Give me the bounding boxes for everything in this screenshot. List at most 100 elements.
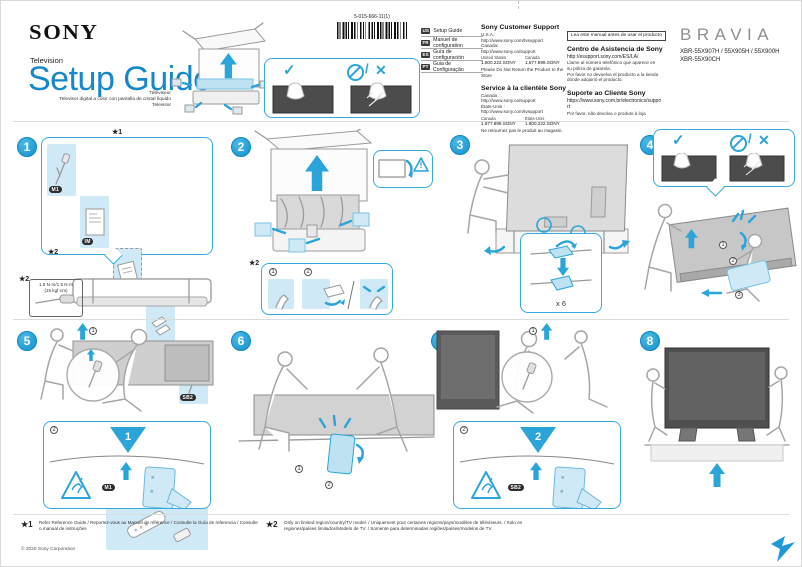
step-7: 7 1 2 2 SB2 [429, 323, 631, 513]
stand-part-panel: 2 2 SB2 [453, 421, 621, 509]
barcode [337, 22, 407, 39]
copyright: © 2020 Sony Corporation [21, 547, 76, 552]
support-en-note: Please Do Not Return the Product to the … [481, 67, 564, 78]
tip-over-illustration: ! [378, 157, 429, 178]
divider [13, 514, 789, 515]
lang-label-pt: Guia de Configuração [432, 60, 464, 73]
read-manual-notice: Lea este manual antes de usar el product… [567, 30, 666, 41]
tip-over-warning-callout: ! [373, 150, 433, 188]
phone-number: 1.800.222.SONY [525, 120, 560, 126]
part-badge: M1 [49, 186, 62, 193]
prohibit-icon [347, 64, 364, 81]
phone-number: 1.877.899.SONY [525, 60, 560, 66]
substep-2: 2 [50, 426, 58, 434]
screw-tool-icon [54, 153, 70, 185]
support-en-region1: U.S.A.: [481, 32, 496, 37]
model-numbers: XBR-55X907H / 55X905H / 55X900H XBR-55X9… [680, 49, 779, 64]
torque-star2: ★2 [19, 276, 30, 283]
support-fr-region1: Canada : [481, 92, 500, 98]
repeat-count: x 6 [555, 299, 566, 308]
model-line: XBR-55X907H / 55X905H / 55X900H [680, 49, 780, 55]
cross-icon: ✕ [758, 132, 770, 148]
step-8-number: 8 [640, 331, 660, 351]
lift-dos-donts-callout: ✓ / ✕ [653, 129, 795, 187]
tv-bottom-illustration [72, 278, 212, 307]
clip-removal [288, 237, 321, 253]
support-fr-url1: http://www.sony.ca/support [481, 98, 536, 104]
check-icon: ✓ [672, 132, 685, 149]
divider [13, 319, 789, 320]
lang-label-es: Guía de configuración [433, 48, 464, 61]
part-badge: SB2 [180, 394, 196, 401]
check-icon: ✓ [283, 62, 296, 79]
slash-icon: / [748, 131, 752, 146]
substep-2: 2 [729, 257, 737, 265]
parts-panel: ★1 M1 IM V5 CL SB2 [41, 129, 213, 550]
warning-mark: ! [420, 160, 423, 170]
support-es-title: Centro de Asistencia de Sony [567, 46, 663, 53]
phone-number: 1.800.222.SONY [481, 60, 516, 66]
tv-upright-illustration [644, 347, 790, 487]
stand-screw-illustration [238, 347, 435, 475]
prohibit-icon [730, 135, 747, 152]
remote-batteries-icon [127, 510, 191, 543]
stand-attach-illustration [40, 323, 214, 412]
packing-clip-icon [184, 101, 203, 113]
support-fr-url2: http://www.sony.com/tvsupport [481, 109, 543, 115]
support-column-es-pt: Lea este manual antes de usar el product… [567, 23, 677, 116]
support-column-en-fr: Sony Customer Support U.S.A.: http://www… [481, 23, 567, 134]
footnote-star1-text: Refer Reference Guide / Reportez-vous au… [39, 520, 258, 531]
title-es: Televisor digital a color con pantalla d… [59, 97, 171, 102]
support-pt-url: https://www.sony.com.br/electronics/supp… [567, 97, 662, 111]
model-line: XBR-55X90CH [680, 56, 721, 63]
second-stand-illustration [436, 323, 608, 414]
support-pt-title: Suporte ao Cliente Sony [567, 89, 646, 97]
lang-badge-es: ES [421, 51, 431, 58]
step-8: 8 [637, 323, 797, 513]
substep-2: 2 [325, 481, 333, 489]
stand-part-illustration [459, 455, 615, 508]
footnote-star2-text: Only on limited region/country/TV model.… [284, 520, 523, 531]
footnote-star2-label: ★2 [266, 520, 278, 529]
support-es-line: Por favor no devuelva el producto a la t… [567, 71, 659, 77]
step-5: 5 1 2 1 [15, 323, 217, 513]
clip-steps-illustration [268, 279, 388, 310]
support-fr-region2: États-Unis : [481, 103, 505, 109]
packing-clip-icon [223, 103, 243, 115]
manual-icon [85, 208, 104, 236]
cross-icon: ✕ [375, 62, 387, 78]
clip-steps-panel: 1 2 [261, 263, 393, 315]
title-translations: Téléviseur Televisor digital a color con… [21, 91, 171, 109]
step-1: 1 ★1 M1 IM V5 CL SB2 [15, 129, 217, 550]
part-tile-screws: M1 [47, 144, 76, 196]
support-en-url1: http://www.sony.com/tvsupport [481, 37, 543, 43]
support-en-title: Sony Customer Support [481, 24, 560, 31]
divider [13, 121, 789, 122]
substep-2: 2 [304, 268, 312, 276]
step-2-number: 2 [231, 137, 251, 157]
grip-examples [661, 153, 785, 182]
phone-head: États-Unis [525, 115, 545, 121]
substep-1: 1 [89, 327, 97, 335]
support-fr-note: Ne retournez pas le produit au magasin. [481, 127, 563, 133]
step-3-number: 3 [450, 135, 470, 155]
phone-number: 1.877.899.SONY [481, 120, 516, 126]
step-5-number: 5 [17, 331, 37, 351]
support-pt-note: Por favor, não devolva o produto à loja [567, 110, 646, 116]
part-tile-remote [106, 506, 208, 550]
title-fr: Téléviseur [148, 91, 171, 96]
substep-1: 1 [269, 268, 277, 276]
carton-lift-illustration [254, 129, 373, 253]
clip-removal [339, 212, 370, 227]
slash-icon: / [365, 61, 369, 76]
support-en-region2: Canada: [481, 43, 499, 49]
grip-examples [272, 82, 412, 114]
packing-clip-icon [171, 78, 193, 87]
sony-logo: SONY [29, 20, 99, 44]
stand-part-panel: 2 1 M1 [43, 421, 211, 509]
support-es-line: Llame al número telefónico que aparece e… [567, 60, 656, 66]
star2-mark: ★2 [48, 249, 59, 256]
support-fr-title: Service à la clientèle Sony [481, 84, 567, 92]
sony-picto-mark [771, 536, 795, 562]
